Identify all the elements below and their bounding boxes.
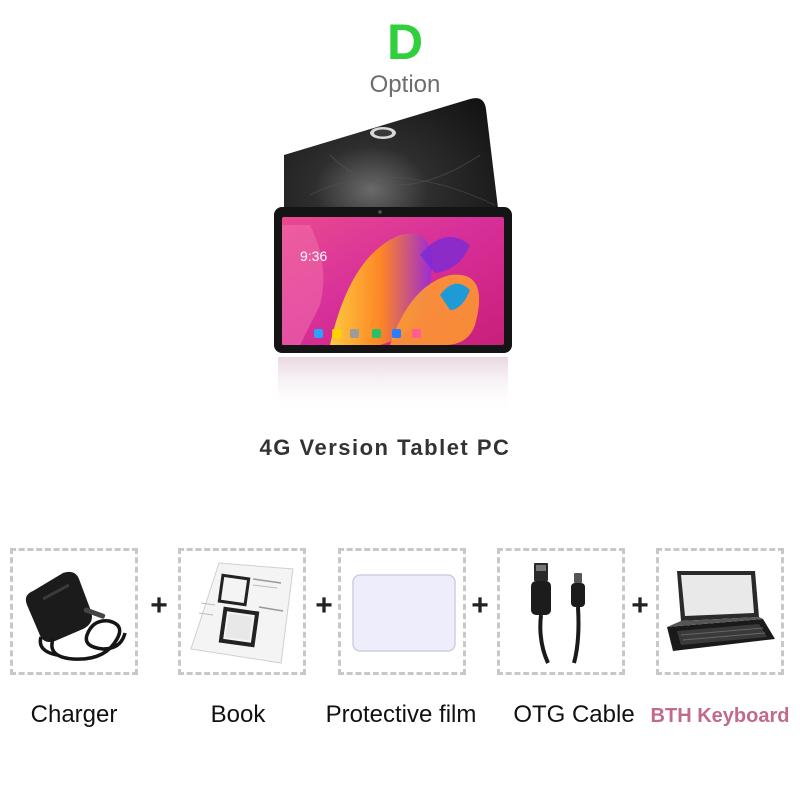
- manual-book-icon: [190, 562, 294, 664]
- tablet-reflection: [278, 357, 508, 413]
- accessory-label-keyboard: BTH Keyboard: [650, 705, 790, 727]
- tablet-dock-icons: [314, 329, 421, 338]
- plus-separator-2: +: [315, 589, 333, 622]
- plus-separator-3: +: [471, 589, 489, 622]
- accessory-label-book: Book: [210, 701, 266, 728]
- keyboard-case-icon: [667, 571, 775, 651]
- accessory-box-protective-film: [338, 548, 466, 675]
- accessory-box-book: [178, 548, 306, 675]
- tablet-front-panel: 9:36: [274, 207, 512, 353]
- accessory-label-charger: Charger: [30, 701, 118, 728]
- option-label: Option: [369, 71, 441, 98]
- charger-icon: [25, 571, 127, 661]
- option-letter: D: [386, 14, 424, 70]
- product-title: 4G Version Tablet PC: [259, 435, 511, 460]
- tablet-product-image: 9:36: [274, 98, 512, 413]
- accessory-label-otg-cable: OTG Cable: [513, 701, 635, 728]
- protective-film-icon: [352, 574, 456, 652]
- accessory-label-protective-film: Protective film: [325, 701, 477, 728]
- accessory-box-otg-cable: [497, 548, 625, 675]
- tablet-clock: 9:36: [300, 248, 327, 264]
- otg-cable-icon: [531, 563, 585, 664]
- plus-separator-4: +: [631, 589, 649, 622]
- accessory-box-keyboard: [656, 548, 784, 675]
- plus-separator-1: +: [150, 589, 168, 622]
- accessory-box-charger: [10, 548, 138, 675]
